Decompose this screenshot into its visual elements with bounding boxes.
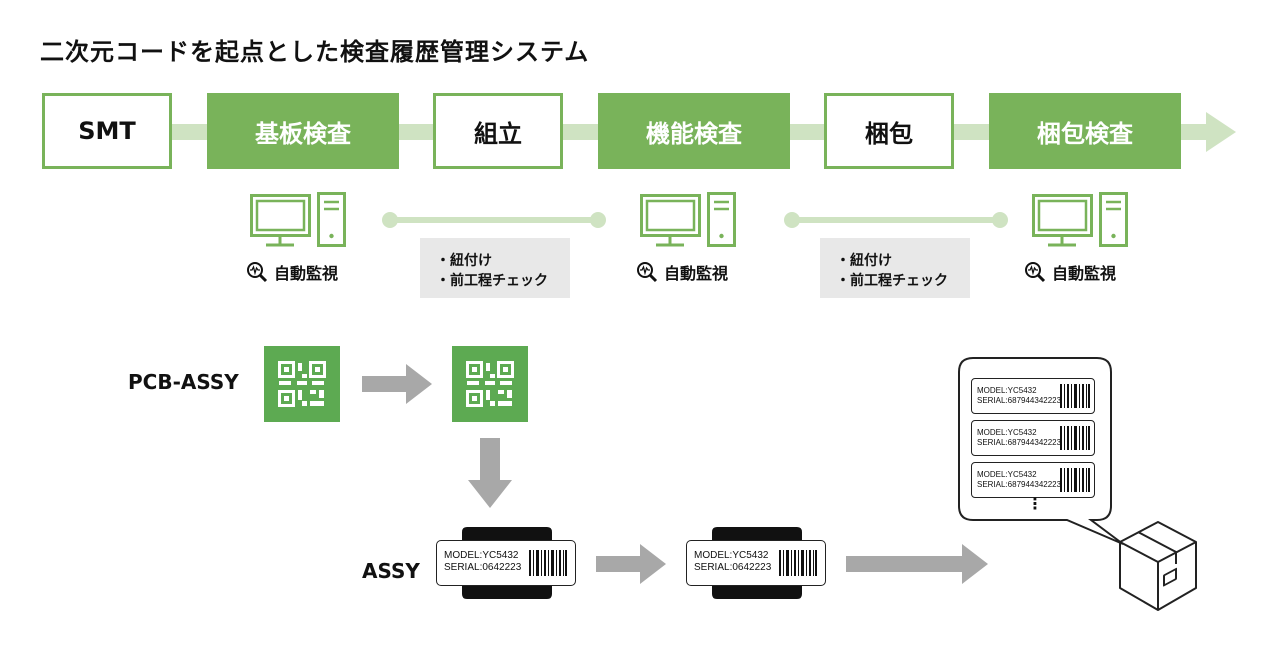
more-ellipsis: ⋮ <box>1027 494 1043 513</box>
box-contents-bubble: MODEL:YC5432 SERIAL:687944342223 MODEL:Y… <box>955 356 1124 546</box>
stage-label: SMT <box>78 117 136 145</box>
pcb-assy-label: PCB-ASSY <box>128 370 239 394</box>
monitor-text: 自動監視 <box>1052 264 1117 283</box>
link-connector-1 <box>382 212 606 228</box>
magnifier-waveform-icon <box>1025 262 1046 283</box>
assy-label: ASSY <box>362 559 420 583</box>
assy-device: MODEL:YC5432 SERIAL:0642223 <box>686 526 828 600</box>
qr-code-icon <box>452 346 528 422</box>
stage-label: 基板検査 <box>255 119 351 148</box>
stage-board-inspection: 基板検査 <box>207 93 399 169</box>
model-text: MODEL:YC5432 <box>977 470 1037 479</box>
pc-icon-2 <box>640 192 736 247</box>
note-line: ・前工程チェック <box>836 273 948 289</box>
link-note-1: ・紐付け ・前工程チェック <box>420 238 570 298</box>
page-title: 二次元コードを起点とした検査履歴管理システム <box>40 38 590 66</box>
link-note-2: ・紐付け ・前工程チェック <box>820 238 970 298</box>
monitor-label-3: 自動監視 <box>1024 260 1116 284</box>
stage-smt: SMT <box>42 93 172 169</box>
box-label: MODEL:YC5432 SERIAL:687944342223 <box>971 420 1095 456</box>
model-text: MODEL:YC5432 <box>977 428 1037 437</box>
serial-text: SERIAL:0642223 <box>444 562 522 573</box>
barcode-icon <box>779 550 817 576</box>
box-label: MODEL:YC5432 SERIAL:687944342223 <box>971 462 1095 498</box>
arrow-right-icon <box>596 544 666 584</box>
qr-code-icon <box>264 346 340 422</box>
serial-text: SERIAL:687944342223 <box>977 396 1062 405</box>
stage-packing-inspection: 梱包検査 <box>989 93 1181 169</box>
barcode-icon <box>529 550 567 576</box>
barcode-icon <box>1060 384 1090 408</box>
magnifier-waveform-icon <box>247 262 268 283</box>
barcode-icon <box>1060 426 1090 450</box>
arrow-right-icon <box>362 364 432 404</box>
stage-label: 梱包 <box>865 119 913 148</box>
arrow-down-icon <box>468 438 512 508</box>
model-text: MODEL:YC5432 <box>694 550 769 561</box>
arrow-right-icon <box>846 544 988 584</box>
model-text: MODEL:YC5432 <box>444 550 519 561</box>
pc-icon-3 <box>1032 192 1128 247</box>
monitor-label-2: 自動監視 <box>636 260 728 284</box>
stage-packing: 梱包 <box>824 93 954 169</box>
stage-label: 組立 <box>474 119 522 148</box>
stage-label: 機能検査 <box>646 119 742 148</box>
note-line: ・紐付け <box>836 253 892 269</box>
serial-text: SERIAL:0642223 <box>694 562 772 573</box>
serial-text: SERIAL:687944342223 <box>977 438 1062 447</box>
monitor-text: 自動監視 <box>664 264 729 283</box>
model-text: MODEL:YC5432 <box>977 386 1037 395</box>
monitor-label-1: 自動監視 <box>246 260 338 284</box>
magnifier-waveform-icon <box>637 262 658 283</box>
monitor-text: 自動監視 <box>274 264 339 283</box>
flow-arrowhead <box>1206 112 1236 152</box>
box-label: MODEL:YC5432 SERIAL:687944342223 <box>971 378 1095 414</box>
stage-label: 梱包検査 <box>1037 119 1133 148</box>
device-label: MODEL:YC5432 SERIAL:0642223 <box>686 540 826 586</box>
serial-text: SERIAL:687944342223 <box>977 480 1062 489</box>
note-line: ・紐付け <box>436 253 492 269</box>
stage-function-inspection: 機能検査 <box>598 93 790 169</box>
assy-device: MODEL:YC5432 SERIAL:0642223 <box>436 526 578 600</box>
link-connector-2 <box>784 212 1008 228</box>
stage-assembly: 組立 <box>433 93 563 169</box>
barcode-icon <box>1060 468 1090 492</box>
device-label: MODEL:YC5432 SERIAL:0642223 <box>436 540 576 586</box>
note-line: ・前工程チェック <box>436 273 548 289</box>
package-box-icon <box>1119 521 1197 611</box>
pc-icon-1 <box>250 192 346 247</box>
